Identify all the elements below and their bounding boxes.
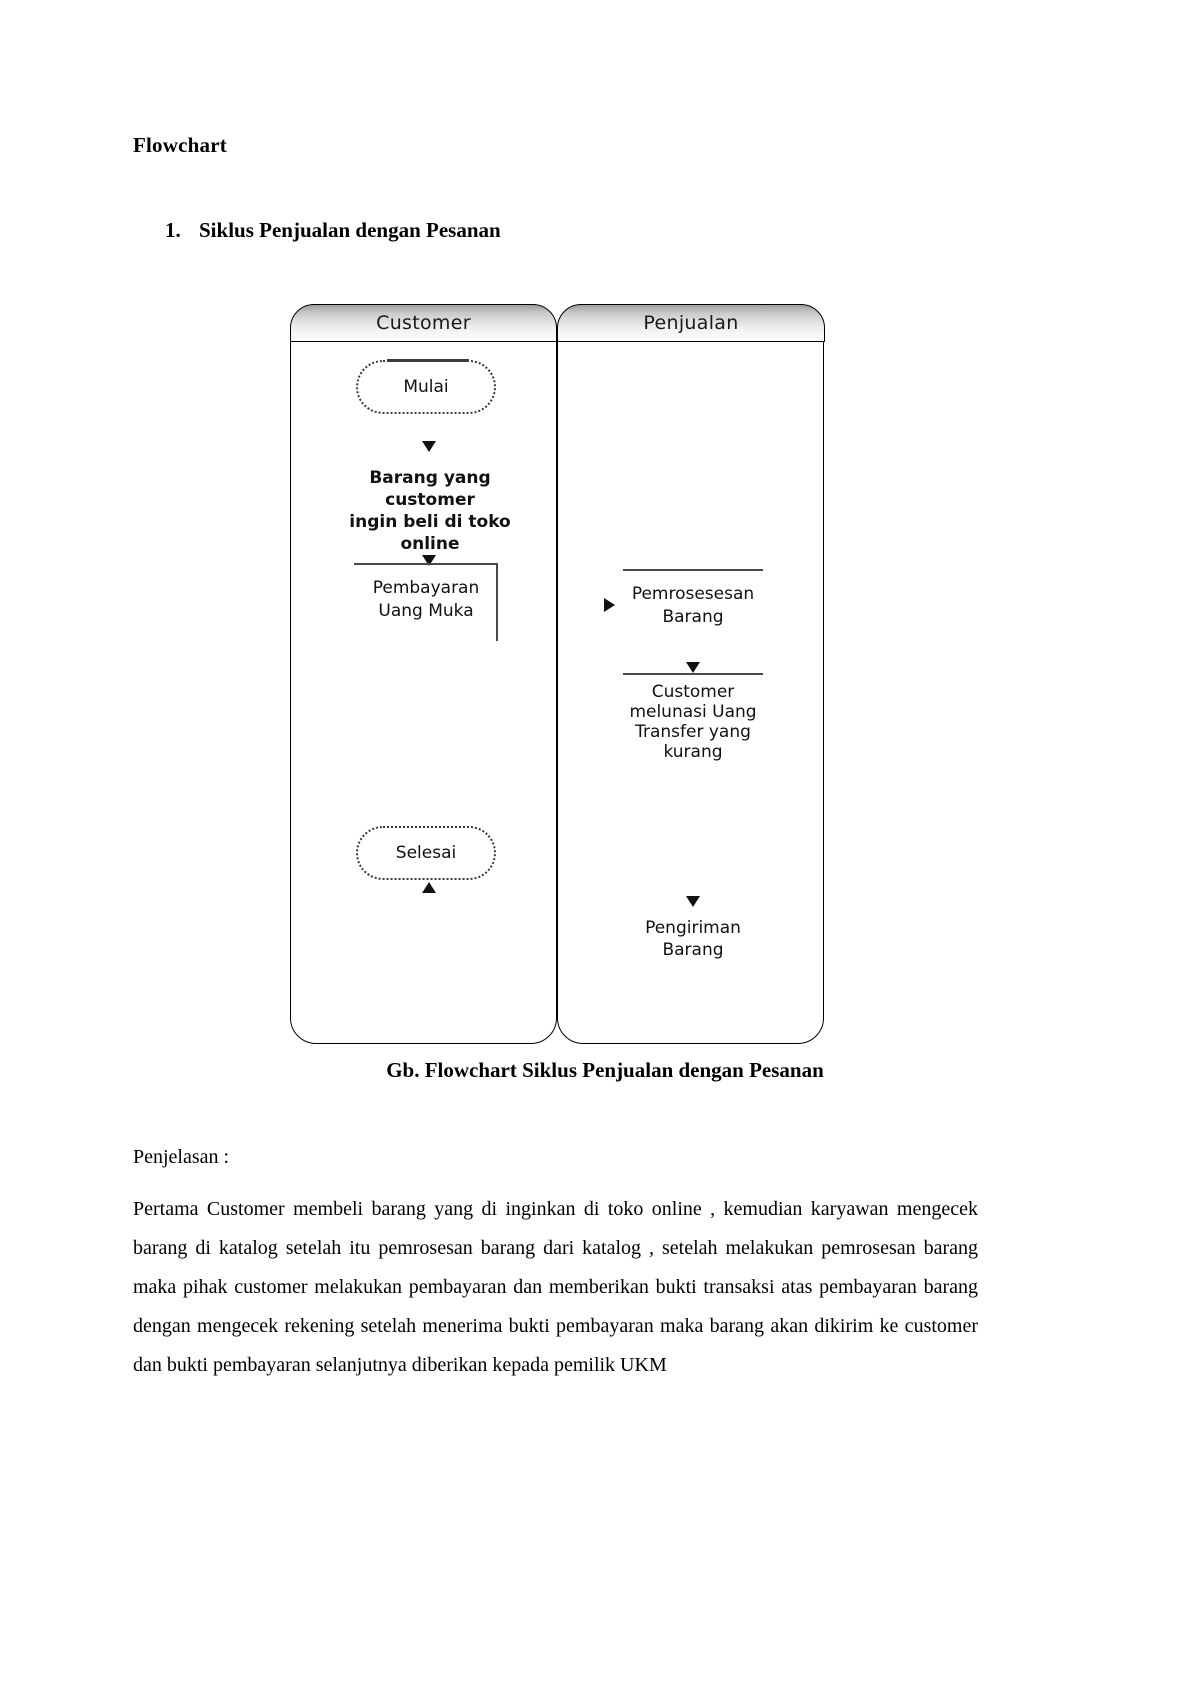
figure-caption: Gb. Flowchart Siklus Penjualan dengan Pe… [386,1058,824,1082]
arrow-barang-to-pembayaran-icon [422,555,436,566]
node-mulai: Mulai [356,360,496,414]
list-item-number: 1. [165,218,181,242]
node-mulai-label: Mulai [403,376,449,397]
node-pembayaran-top-rule [354,563,498,566]
node-melunasi-line-3: Transfer yang [635,722,751,742]
node-barang-beli: Barang yang customer ingin beli di toko … [326,467,534,555]
node-pembayaran-line-1: Pembayaran [372,578,480,598]
node-pemrosesan: Pemrosesesan Barang [623,583,763,629]
arrow-pemrosesan-to-melunasi-icon [686,662,700,673]
node-pemrosesan-top-rule [623,569,763,572]
explanation-paragraph: Pertama Customer membeli barang yang di … [133,1198,978,1376]
swimlane-customer [290,304,557,1044]
list-item-label: Siklus Penjualan dengan Pesanan [199,218,501,242]
swimlane-header-customer: Customer [290,304,557,342]
node-pembayaran-right-rule [496,563,499,641]
node-barang-beli-line-2: ingin beli di toko online [349,512,511,554]
node-melunasi-top-rule [623,673,763,676]
node-melunasi: Customer melunasi Uang Transfer yang kur… [616,682,770,762]
arrow-melunasi-to-pengiriman-icon [686,896,700,907]
page-title: Flowchart [133,133,227,157]
arrow-to-pemrosesan-icon [604,598,615,612]
node-pengiriman-line-1: Pengiriman [645,918,741,938]
swimlane-customer-body [290,304,557,1044]
node-melunasi-line-2: melunasi Uang [629,702,757,722]
node-selesai: Selesai [356,826,496,880]
flowchart-diagram: Customer Penjualan Mulai Barang yang cus… [290,304,825,1044]
list-item: 1. Siklus Penjualan dengan Pesanan [165,218,501,243]
swimlane-divider [556,342,558,1010]
node-pemrosesan-line-2: Barang [662,607,724,627]
node-melunasi-line-1: Customer [651,682,735,702]
node-mulai-top-bar [387,359,469,362]
node-pemrosesan-line-1: Pemrosesesan [631,584,755,604]
node-pengiriman: Pengiriman Barang [616,917,770,961]
explanation-label: Penjelasan : [133,1146,230,1168]
arrow-mulai-to-barang-icon [422,441,436,452]
node-selesai-label: Selesai [395,842,457,863]
node-melunasi-line-4: kurang [663,742,723,762]
arrow-to-selesai-icon [422,882,436,893]
swimlane-header-penjualan: Penjualan [557,304,825,342]
node-barang-beli-line-1: Barang yang customer [369,468,491,510]
node-pembayaran: Pembayaran Uang Muka [354,577,498,623]
node-pembayaran-line-2: Uang Muka [378,601,474,621]
node-pengiriman-line-2: Barang [662,940,724,960]
